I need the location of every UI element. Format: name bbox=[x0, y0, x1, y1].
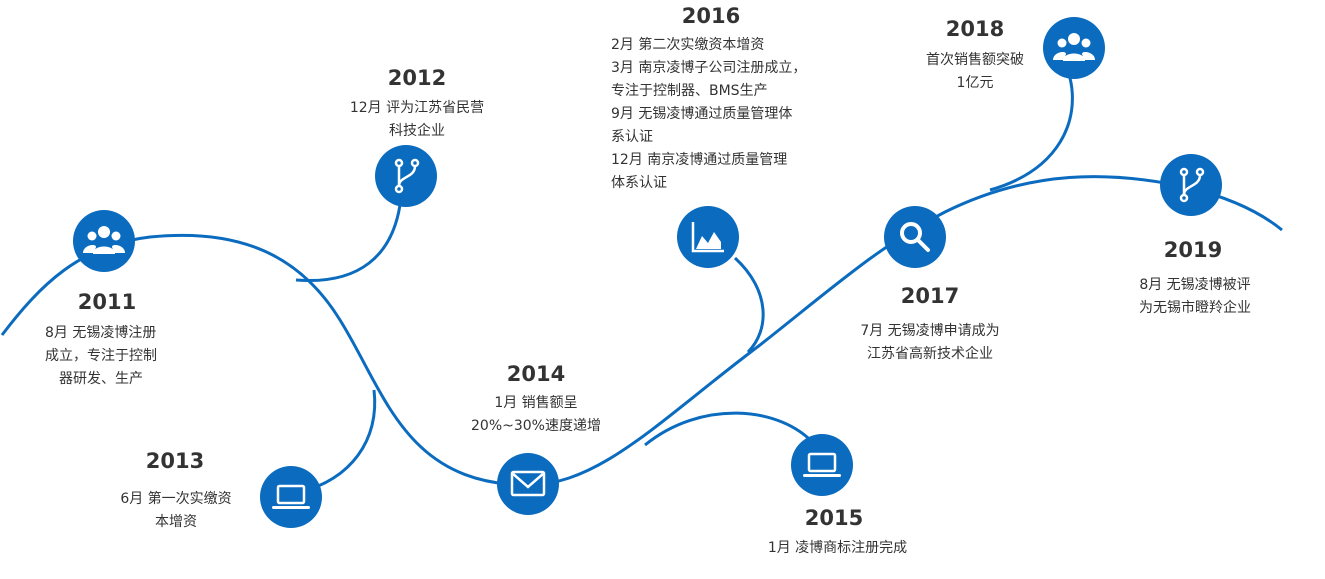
desc-line: 本增资 bbox=[155, 514, 197, 530]
milestone-desc-2019: 8月 无锡凌博被评 为无锡市瞪羚企业 bbox=[1120, 274, 1270, 320]
desc-line: 3月 南京凌博子公司注册成立， bbox=[611, 60, 807, 76]
laptop-icon bbox=[803, 452, 841, 477]
milestone-desc-2014: 1月 销售额呈 20%~30%速度递增 bbox=[462, 392, 610, 438]
branch-line-2016 bbox=[733, 256, 765, 354]
milestone-desc-2011: 8月 无锡凌博注册 成立，专注于控制 器研发、生产 bbox=[45, 322, 157, 391]
desc-line: 首次销售额突破 bbox=[926, 52, 1024, 68]
desc-line: 江苏省高新技术企业 bbox=[867, 346, 993, 362]
users-icon bbox=[1053, 33, 1095, 61]
desc-line: 6月 第一次实缴资 bbox=[120, 491, 232, 507]
users-icon bbox=[83, 226, 125, 254]
branch-icon bbox=[394, 158, 420, 194]
year-label-2011: 2011 bbox=[77, 290, 137, 314]
branch-line-2018 bbox=[989, 77, 1074, 192]
desc-line: 8月 无锡凌博注册 bbox=[45, 325, 157, 341]
branch-icon bbox=[1179, 167, 1205, 203]
node-2012 bbox=[375, 145, 437, 207]
node-2017 bbox=[884, 206, 946, 268]
year-label-2013: 2013 bbox=[145, 449, 205, 473]
node-2014 bbox=[497, 453, 559, 515]
node-2016 bbox=[677, 206, 739, 268]
desc-line: 12月 南京凌博通过质量管理 bbox=[611, 152, 788, 168]
year-label-2019: 2019 bbox=[1163, 238, 1223, 262]
desc-line: 成立，专注于控制 bbox=[45, 348, 157, 364]
desc-line: 为无锡市瞪羚企业 bbox=[1139, 300, 1251, 316]
desc-line: 8月 无锡凌博被评 bbox=[1139, 277, 1251, 293]
milestone-desc-2015: 1月 凌博商标注册完成 bbox=[755, 537, 920, 560]
desc-line: 系认证 bbox=[611, 129, 653, 145]
search-icon bbox=[900, 222, 930, 252]
laptop-icon bbox=[272, 484, 310, 509]
milestone-desc-2016: 2月 第二次实缴资本增资 3月 南京凌博子公司注册成立， 专注于控制器、BMS生… bbox=[611, 34, 806, 195]
desc-line: 科技企业 bbox=[389, 123, 445, 139]
year-label-2015: 2015 bbox=[804, 506, 864, 530]
desc-line: 体系认证 bbox=[611, 175, 667, 191]
node-2011 bbox=[73, 210, 135, 272]
milestone-desc-2012: 12月 评为江苏省民营 科技企业 bbox=[337, 97, 497, 143]
node-2018 bbox=[1043, 17, 1105, 79]
branch-line-2012 bbox=[295, 204, 402, 283]
year-label-2016: 2016 bbox=[681, 4, 741, 28]
milestone-desc-2013: 6月 第一次实缴资 本增资 bbox=[104, 488, 248, 534]
milestone-desc-2017: 7月 无锡凌博申请成为 江苏省高新技术企业 bbox=[844, 320, 1016, 366]
desc-line: 20%~30%速度递增 bbox=[471, 418, 601, 434]
desc-line: 9月 无锡凌博通过质量管理体 bbox=[611, 106, 793, 122]
mail-icon bbox=[510, 470, 546, 497]
area-chart-icon bbox=[691, 222, 724, 253]
desc-line: 专注于控制器、BMS生产 bbox=[611, 83, 768, 99]
desc-line: 1亿元 bbox=[956, 75, 994, 91]
node-2013 bbox=[260, 466, 322, 528]
branch-line-2015 bbox=[644, 411, 817, 447]
desc-line: 12月 评为江苏省民营 bbox=[349, 100, 485, 116]
year-label-2014: 2014 bbox=[506, 362, 566, 386]
year-label-2018: 2018 bbox=[945, 17, 1005, 41]
node-2019 bbox=[1160, 154, 1222, 216]
desc-line: 1月 销售额呈 bbox=[494, 395, 578, 411]
desc-line: 2月 第二次实缴资本增资 bbox=[611, 37, 765, 53]
desc-line: 器研发、生产 bbox=[59, 371, 143, 387]
node-2015 bbox=[791, 434, 853, 496]
milestone-desc-2018: 首次销售额突破 1亿元 bbox=[905, 49, 1045, 95]
year-label-2017: 2017 bbox=[900, 284, 960, 308]
year-label-2012: 2012 bbox=[387, 66, 447, 90]
desc-line: 1月 凌博商标注册完成 bbox=[767, 540, 908, 556]
timeline-main-path bbox=[0, 175, 1283, 487]
desc-line: 7月 无锡凌博申请成为 bbox=[860, 323, 1000, 339]
